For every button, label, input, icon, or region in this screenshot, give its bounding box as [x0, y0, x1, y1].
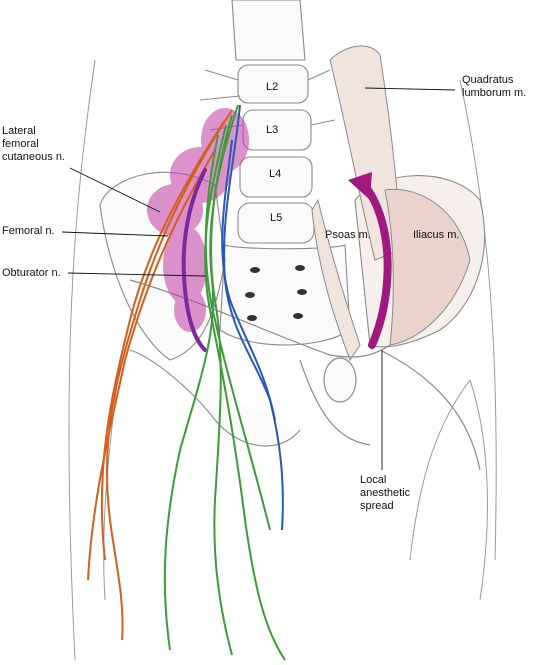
vertebra-label-l2: L2 — [266, 81, 278, 93]
label-iliacus-muscle: Iliacus m. — [413, 229, 460, 241]
label-quadratus-lumborum: Quadratus lumborum m. — [462, 74, 527, 99]
nerve-orange — [87, 109, 233, 641]
label-femoral-nerve: Femoral n. — [2, 225, 55, 237]
body-outline — [68, 59, 497, 661]
leader-lines — [61, 87, 456, 470]
vertebra-label-l5: L5 — [270, 212, 282, 224]
vertebra-label-l4: L4 — [269, 168, 281, 180]
nerve-blue — [221, 104, 284, 531]
vertebra-label-l3: L3 — [266, 124, 278, 136]
label-psoas-muscle: Psoas m. — [325, 229, 371, 241]
muscles — [311, 45, 471, 362]
label-local-anesthetic-spread: Local anesthetic spread — [360, 474, 411, 512]
sacral-foramina — [245, 265, 307, 321]
nerve-green — [163, 104, 286, 661]
spread-arrow — [348, 172, 392, 349]
pubic-region — [129, 279, 481, 471]
label-lateral-femoral-cutaneous-nerve: Lateral femoral cutaneous n. — [2, 125, 65, 163]
label-obturator-nerve: Obturator n. — [2, 267, 61, 279]
nerve-purple — [181, 168, 207, 352]
femur — [103, 359, 471, 601]
